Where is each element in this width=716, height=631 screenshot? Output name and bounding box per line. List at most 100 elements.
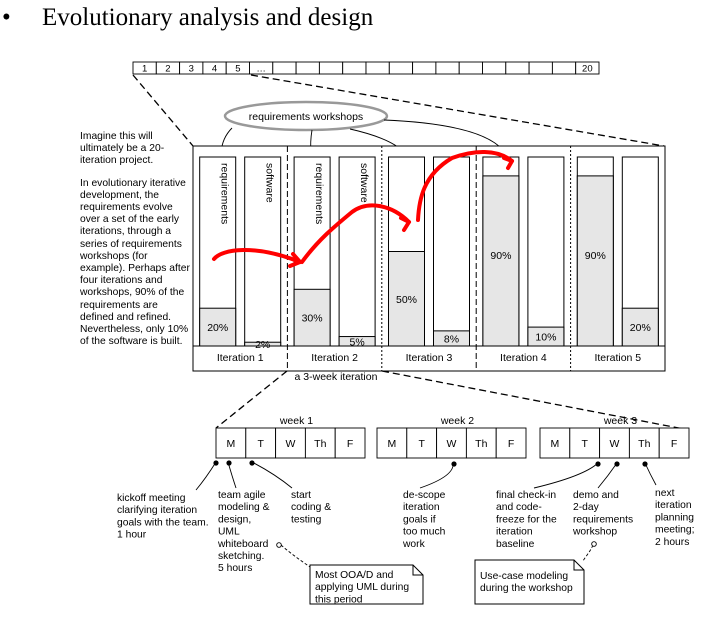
annotation-line: 2-day (573, 502, 600, 513)
requirements-bar-caption: requirements (219, 163, 231, 224)
annotation-line: UML (218, 527, 240, 538)
timeline-cell (528, 61, 553, 75)
requirements-bar-fill (293, 288, 331, 347)
software-bar-outline (338, 156, 376, 347)
requirements-bar-fill (199, 307, 237, 347)
timeline-cell (342, 61, 367, 75)
timeline-cell: 5 (225, 61, 250, 75)
note-usecase (474, 559, 585, 605)
timeline-cell (365, 61, 390, 75)
annotation-line: demo and (573, 490, 619, 501)
software-bar-caption: software (358, 163, 370, 203)
timeline-cell: 4 (202, 61, 227, 75)
red-arrow-3-head (502, 156, 514, 170)
software-bar-fill (527, 326, 565, 347)
day-cell (376, 427, 408, 459)
note-line: Use-case modeling (480, 571, 568, 582)
zoom-line-week-right (381, 370, 690, 431)
title-text: Evolutionary analysis and design (42, 4, 374, 31)
zoom-line-week-left (215, 370, 288, 429)
annotation-line: modeling & (218, 502, 270, 513)
note-ooad (309, 564, 424, 605)
requirements-percent-label: 90% (585, 250, 606, 262)
connector-next-planning (644, 462, 657, 486)
week-label: week 2 (440, 415, 474, 427)
iteration-3: 50%8%Iteration 3 (381, 146, 470, 371)
iteration-label: Iteration 5 (594, 352, 641, 364)
iteration-5: 90%20%Iteration 5 (570, 146, 659, 371)
timeline-cell-box (505, 61, 530, 75)
iteration-label: Iteration 2 (311, 352, 358, 364)
day-label: M (227, 438, 236, 450)
annotation-line: iteration (403, 502, 440, 513)
week-label: week 3 (603, 415, 637, 427)
annotation-line: sketching. (218, 551, 264, 562)
workshops-label: requirements workshops (249, 111, 363, 123)
software-bar-caption: software (264, 163, 276, 203)
day-label: W (447, 438, 457, 450)
annotation-line: work (402, 539, 426, 550)
red-arrow-2-head (399, 216, 411, 232)
dot-descope (451, 461, 457, 467)
intro-paragraph-1: Imagine this will ultimately be a 20-ite… (80, 131, 165, 167)
annotation-line: de-scope (403, 490, 446, 501)
day-cell (539, 427, 571, 459)
annotation-dots (213, 460, 648, 467)
timeline-cell: … (249, 61, 274, 75)
day-label: M (388, 438, 397, 450)
day-label: T (418, 438, 425, 450)
requirements-percent-label: 20% (207, 322, 228, 334)
note-line: applying UML during (315, 582, 409, 593)
software-bar-fill (433, 330, 470, 347)
page-title: • Evolutionary analysis and design (0, 4, 373, 32)
timeline-cell (482, 61, 507, 75)
dot-start-coding (249, 460, 255, 466)
annotation-line: too much (403, 527, 446, 538)
timeline-label: 5 (235, 64, 240, 75)
annotation-line: planning (655, 512, 694, 523)
connector-demo (597, 462, 618, 489)
day-cell (334, 427, 366, 459)
annotation-line: start (291, 490, 311, 501)
annotation-line: whiteboard (217, 539, 269, 550)
day-label: T (581, 438, 588, 450)
workshop-connector-4 (383, 119, 505, 152)
requirements-percent-label: 90% (490, 250, 511, 262)
timeline-cell (295, 61, 320, 75)
bullet: • (2, 4, 11, 31)
timeline-cell (318, 61, 344, 75)
ooad-ring (276, 542, 282, 548)
timeline-cell-box (365, 61, 390, 75)
annotation-line: 1 hour (117, 530, 147, 541)
connector-kickoff (195, 461, 217, 491)
three-week-label: a 3-week iteration (295, 371, 378, 383)
day-label: F (508, 438, 514, 450)
software-bar-fill (621, 307, 659, 347)
software-percent-label: 8% (444, 333, 459, 345)
connector-final-checkin (533, 462, 599, 489)
annotation-line: testing (291, 514, 322, 525)
requirements-bar-fill (482, 175, 520, 347)
day-cell (599, 427, 630, 459)
timeline-cell-box (482, 61, 507, 75)
software-percent-label: 10% (535, 332, 556, 344)
day-label: Th (638, 438, 650, 450)
connector-ooad-note (280, 544, 311, 568)
workshops-ellipse (223, 100, 389, 132)
day-cell (406, 427, 438, 459)
day-label: M (551, 438, 560, 450)
timeline-cell-box (342, 61, 367, 75)
software-percent-label: 2% (255, 339, 270, 351)
day-label: Th (314, 438, 326, 450)
